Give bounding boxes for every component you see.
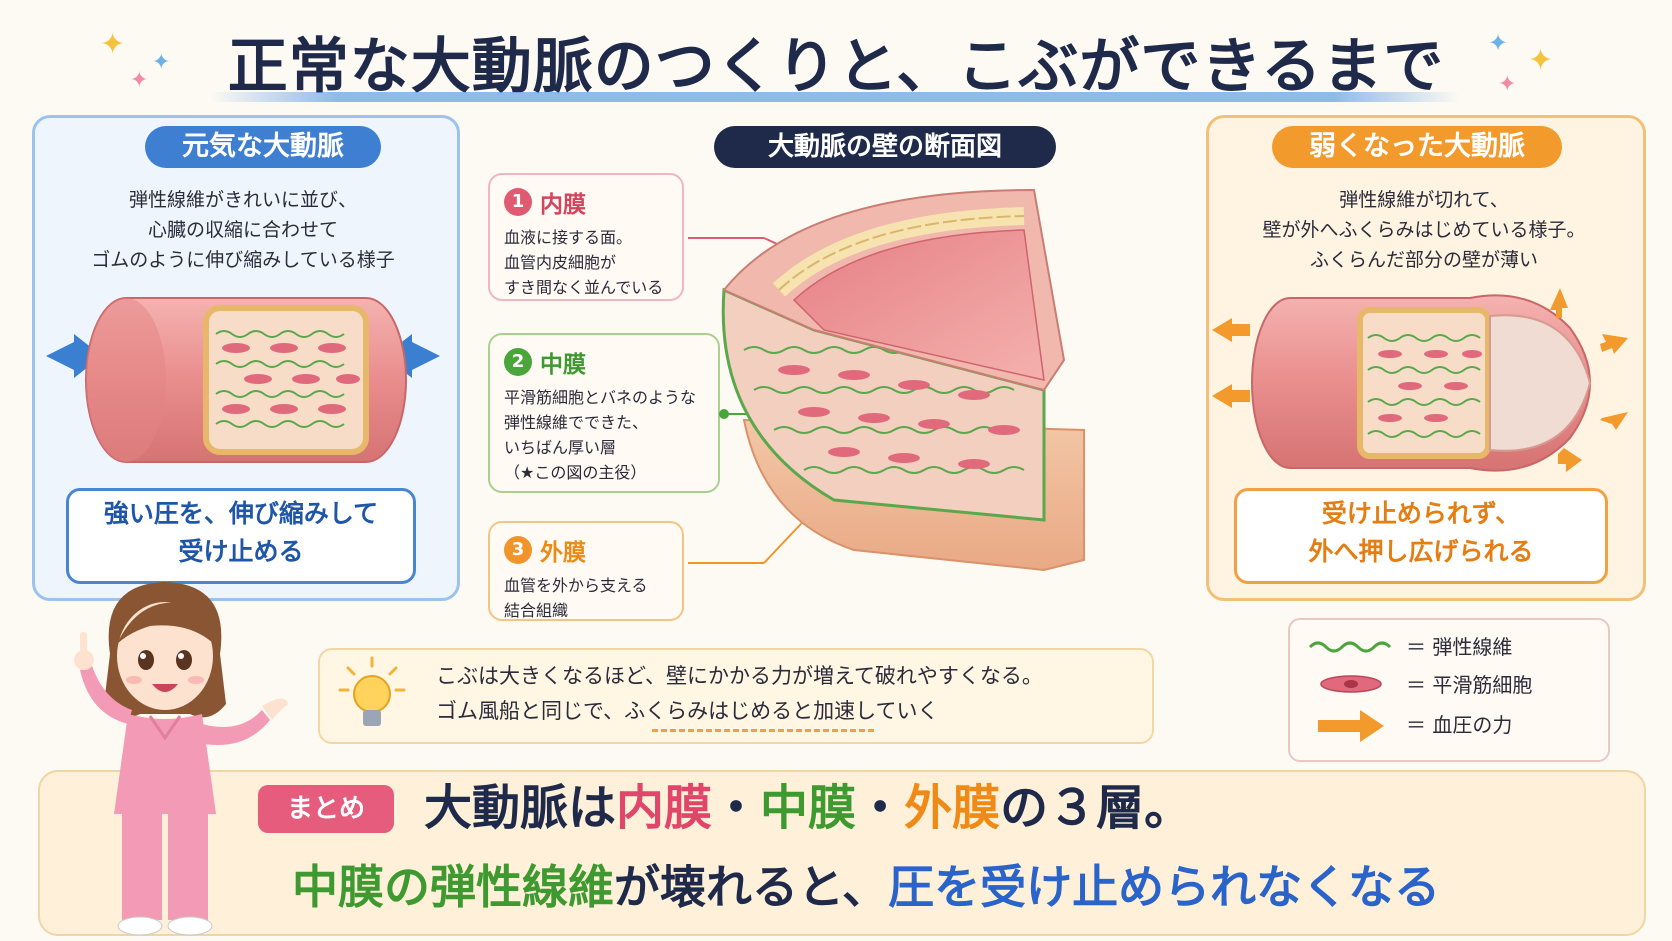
layer-name: 中膜	[540, 352, 586, 378]
smooth-muscle-cell-symbol	[1320, 675, 1382, 693]
layer-name: 外膜	[540, 540, 586, 566]
sparkle-icon: ✦	[152, 50, 171, 75]
layer-number: 2	[504, 348, 532, 376]
tip-line-2-suffix: 加速していく	[813, 699, 939, 723]
sparkle-icon: ✦	[1528, 43, 1554, 78]
layer-line: 平滑筋細胞とバネのような	[504, 388, 697, 407]
layer-adventitia-box: 3 外膜 血管を外から支える 結合組織	[488, 521, 684, 621]
tip-line-2-prefix: ゴム風船と同じで、	[436, 699, 625, 723]
arrow-icon	[1212, 384, 1250, 408]
summary-text: の３層。	[1000, 780, 1193, 836]
tip-line-1: こぶは大きくなるほど、壁にかかる力が増えて破れやすくなる。	[436, 664, 1043, 688]
weakened-aorta-callout: 受け止められず、 外へ押し広げられる	[1234, 488, 1608, 584]
title-underline	[210, 92, 1460, 102]
legend-label: ＝ 血圧の力	[1406, 713, 1513, 737]
healthy-aorta-description: 弾性線維がきれいに並び、 心臓の収縮に合わせて ゴムのように伸び縮みしている様子	[45, 185, 441, 275]
lightbulb-icon	[338, 656, 406, 726]
summary-line-2: 中膜の弾性線維が壊れると、圧を受け止められなくなる	[292, 852, 1440, 922]
summary-tag: まとめ	[258, 785, 394, 833]
sparkle-icon: ✦	[1498, 72, 1517, 97]
healthy-aorta-callout: 強い圧を、伸び縮みして 受け止める	[66, 488, 416, 584]
callout-line: 受け止められず、	[1321, 499, 1521, 528]
layer-line: 血管を外から支える	[504, 576, 648, 595]
summary-dot: ・	[712, 780, 761, 836]
summary-media: 中膜	[760, 780, 857, 836]
summary-text: 大動脈は	[424, 780, 617, 836]
sparkle-icon: ✦	[130, 68, 149, 93]
callout-line: 受け止める	[178, 537, 304, 566]
callout-line: 強い圧を、伸び縮みして	[103, 499, 379, 528]
summary-line-1: 大動脈は内膜・中膜・外膜の３層。	[424, 772, 1192, 844]
healthy-aorta-illustration	[46, 297, 440, 463]
layer-line: 結合組織	[504, 601, 569, 620]
page-title: 正常な大動脈のつくりと、こぶができるまで	[227, 32, 1445, 102]
tip-line-2: ゴム風船と同じで、ふくらみはじめると加速していく	[436, 696, 939, 726]
layer-name: 内膜	[540, 192, 586, 218]
callout-line: 外へ押し広げられる	[1308, 537, 1534, 566]
layer-line: （★この図の主役）	[504, 463, 647, 482]
tip-box	[318, 648, 1154, 744]
sparkle-icon: ✦	[100, 27, 126, 62]
desc-line: 壁が外へふくらみはじめている様子。	[1262, 219, 1586, 241]
summary-dot: ・	[856, 780, 905, 836]
aorta-wall-cross-section	[688, 188, 1085, 572]
arrow-symbol	[1318, 710, 1384, 742]
arrow-icon	[1600, 412, 1628, 430]
summary-intima: 内膜	[616, 780, 713, 836]
desc-line: 弾性線維がきれいに並び、	[128, 189, 357, 211]
nurse-character-illustration	[74, 582, 288, 936]
layer-media-box: 2 中膜 平滑筋細胞とバネのような 弾性線維でできた、 いちばん厚い層 （★この図…	[488, 333, 720, 493]
layer-line: 血液に接する面。	[504, 228, 633, 247]
weakened-aorta-illustration	[1212, 288, 1628, 472]
arrow-icon	[1212, 318, 1250, 342]
arrow-icon	[1600, 334, 1628, 354]
layer-intima-box: 1 内膜 血液に接する面。 血管内皮細胞が すき間なく並んでいる	[488, 173, 684, 301]
arrow-icon	[1550, 288, 1568, 318]
elastic-fiber-symbol	[1308, 641, 1392, 653]
arrow-icon	[1558, 448, 1582, 472]
layer-line: 血管内皮細胞が	[504, 253, 617, 272]
layer-number: 1	[504, 188, 532, 216]
desc-line: 弾性線維が切れて、	[1339, 189, 1509, 211]
layer-line: すき間なく並んでいる	[504, 278, 664, 297]
weakened-aorta-description: 弾性線維が切れて、 壁が外へふくらみはじめている様子。 ふくらんだ部分の壁が薄い	[1215, 185, 1633, 275]
desc-line: ふくらんだ部分の壁が薄い	[1309, 249, 1538, 271]
layer-number: 3	[504, 536, 532, 564]
tip-underline	[652, 729, 874, 732]
cross-section-heading: 大動脈の壁の断面図	[714, 126, 1056, 168]
legend-label: ＝ 平滑筋細胞	[1406, 673, 1533, 697]
desc-line: 心臓の収縮に合わせて	[147, 219, 338, 241]
healthy-aorta-heading: 元気な大動脈	[145, 126, 381, 168]
summary-elastic-fiber: 中膜の弾性線維	[292, 860, 614, 914]
summary-text: が壊れると、	[614, 860, 889, 914]
desc-line: ゴムのように伸び縮みしている様子	[91, 249, 395, 271]
summary-conclusion: 圧を受け止められなくなる	[888, 860, 1441, 914]
layer-line: いちばん厚い層	[504, 438, 617, 457]
layer-line: 弾性線維でできた、	[504, 413, 649, 432]
legend-label: ＝ 弾性線維	[1406, 635, 1513, 659]
sparkle-icon: ✦	[1488, 29, 1509, 57]
tip-line-2-underlined: ふくらみはじめると	[624, 699, 814, 723]
weakened-aorta-heading: 弱くなった大動脈	[1272, 126, 1562, 168]
summary-adventitia: 外膜	[904, 780, 1001, 836]
